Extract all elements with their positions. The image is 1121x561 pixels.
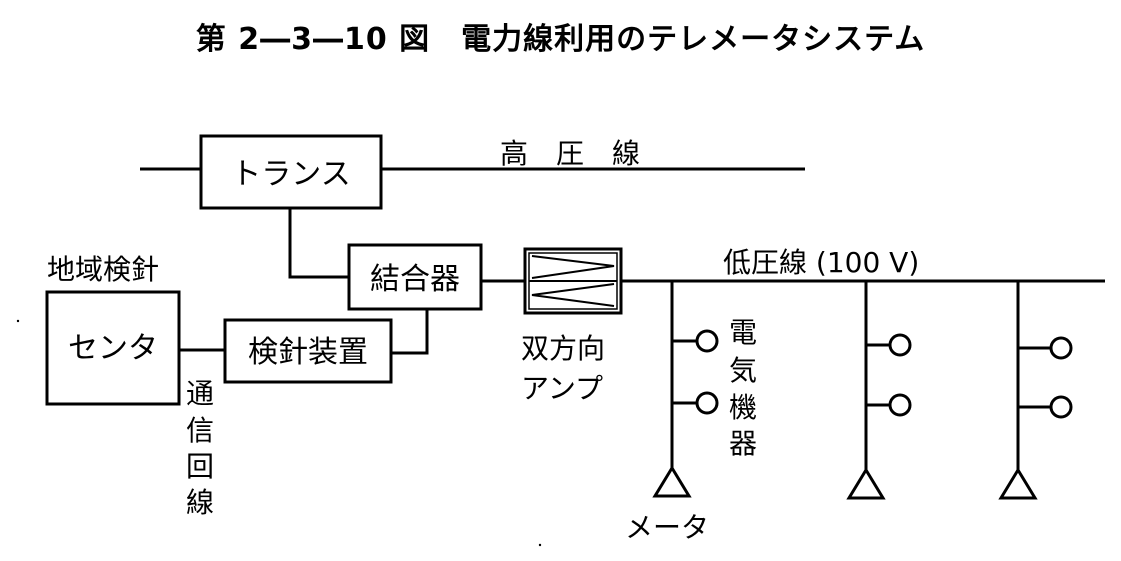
communication-line-char-2: 信 xyxy=(186,414,214,447)
meter-reading-device-box xyxy=(223,318,393,384)
communication-line-char-3: 回 xyxy=(186,450,214,483)
bidirectional-amplifier-label-1: 双方向 xyxy=(521,332,605,365)
appliance-circle-1b xyxy=(695,391,719,415)
transformer-label: トランス xyxy=(231,157,350,192)
low-voltage-line-label: 低圧線 (100 V) xyxy=(723,246,919,279)
meter-label: メータ xyxy=(625,511,709,544)
coupler-box xyxy=(347,243,483,311)
device-coupler-wire xyxy=(391,309,429,355)
house-drop-1 xyxy=(652,281,719,498)
electric-appliance-char-4: 器 xyxy=(729,427,757,460)
meter-triangle-1 xyxy=(652,465,692,498)
center-label: センタ xyxy=(68,331,158,366)
electric-appliance-char-3: 機 xyxy=(729,391,757,424)
regional-meter-reading-label: 地域検針 xyxy=(47,253,159,286)
appliance-circle-2a xyxy=(888,333,912,357)
transformer-coupler-wire xyxy=(288,208,349,279)
appliance-circle-2b xyxy=(888,393,912,417)
house-drop-2 xyxy=(846,281,912,500)
appliance-circle-3b xyxy=(1049,395,1073,419)
meter-triangle-3 xyxy=(998,467,1038,500)
electric-appliance-char-2: 気 xyxy=(729,354,757,387)
communication-line-char-1: 通 xyxy=(186,377,214,410)
appliance-circle-3a xyxy=(1049,336,1073,360)
communication-line-char-4: 線 xyxy=(186,486,214,519)
appliance-circle-1a xyxy=(695,329,719,353)
scan-speck-2 xyxy=(538,543,542,547)
meter-triangle-2 xyxy=(846,467,886,500)
center-box xyxy=(45,290,181,406)
bidirectional-amplifier xyxy=(523,247,623,315)
diagram-title: 第 2―3―10 図 電力線利用のテレメータシステム xyxy=(195,22,926,57)
high-voltage-line-label: 高 圧 線 xyxy=(500,137,640,170)
coupler-label: 結合器 xyxy=(370,262,460,297)
bidirectional-amplifier-label-2: アンプ xyxy=(521,372,603,405)
scan-speck-1 xyxy=(16,319,20,323)
meter-reading-device-label: 検針装置 xyxy=(248,335,368,370)
electric-appliance-char-1: 電 xyxy=(729,316,757,349)
house-drop-3 xyxy=(998,281,1073,500)
